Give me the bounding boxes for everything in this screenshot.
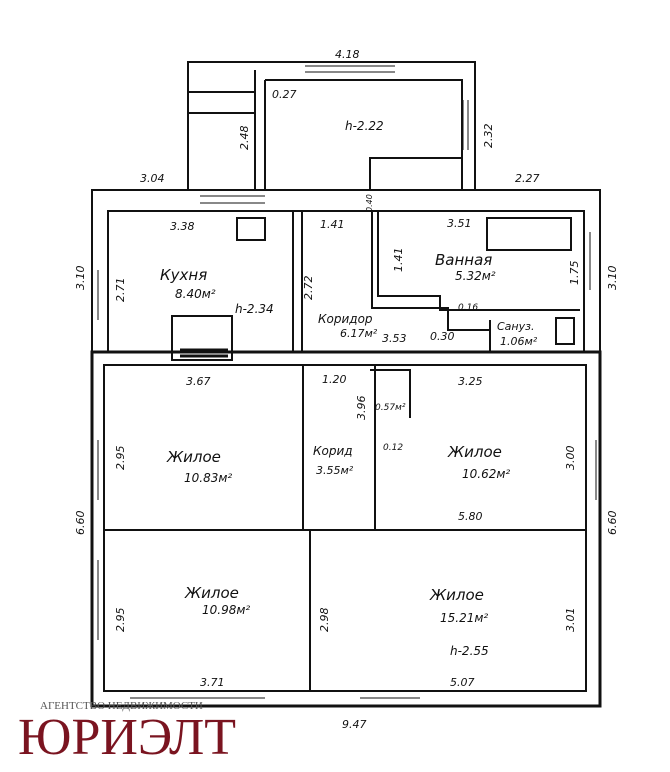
wc-area: 1.06м²	[500, 335, 538, 348]
dim-label: 5.07	[450, 676, 475, 689]
dim-label: 4.18	[335, 48, 360, 61]
dim-label: 3.71	[200, 676, 225, 689]
dim-label: 0.27	[272, 88, 297, 101]
living4-height: h-2.55	[450, 644, 489, 658]
dim-label: 0.12	[383, 443, 403, 453]
living3-name: Жилое	[184, 584, 239, 602]
dim-label: 1.41	[392, 248, 405, 273]
bathroom-name: Ванная	[435, 251, 492, 269]
dim-label: 3.00	[564, 446, 577, 471]
corridor-area: 6.17м²	[340, 327, 378, 340]
hall-name: Корид	[313, 444, 353, 458]
living3-area: 10.98м²	[202, 603, 250, 617]
dim-label: 5.80	[458, 510, 483, 523]
dim-label: 1.20	[322, 373, 347, 386]
dim-label: 9.47	[342, 718, 367, 731]
kitchen-name: Кухня	[160, 266, 207, 284]
kitchen-area: 8.40м²	[175, 287, 216, 301]
annex-height: h-2.22	[345, 119, 384, 133]
dim-label: 0.57м²	[375, 403, 406, 413]
dim-label: 2.27	[515, 172, 540, 185]
dim-label: 2.98	[318, 608, 331, 633]
dim-label: 3.25	[458, 375, 483, 388]
dim-label: 3.38	[170, 220, 195, 233]
dim-label: 2.72	[302, 276, 315, 301]
watermark-agency: АГЕНТСТВО НЕДВИЖИМОСТИ	[40, 700, 203, 712]
dim-label: 2.95	[114, 608, 127, 633]
hall-area: 3.55м²	[316, 464, 354, 477]
windows	[97, 65, 597, 699]
dim-label: 2.32	[482, 124, 495, 149]
dim-label: 3.10	[606, 266, 619, 291]
walls	[90, 61, 602, 708]
corridor-name: Коридор	[318, 312, 373, 326]
living4-name: Жилое	[429, 586, 484, 604]
wc-name: Сануз.	[497, 320, 534, 333]
dim-label: 0.30	[430, 330, 455, 343]
dim-label: 2.71	[114, 278, 127, 303]
dim-label: 3.51	[447, 217, 472, 230]
dim-label: 3.01	[564, 608, 577, 633]
dim-label: 2.95	[114, 446, 127, 471]
dim-label: 3.04	[140, 172, 165, 185]
dim-label: 6.60	[74, 511, 87, 536]
dim-label: 3.67	[186, 375, 211, 388]
living1-area: 10.83м²	[184, 471, 232, 485]
dim-label: 3.53	[382, 332, 407, 345]
living1-name: Жилое	[166, 448, 221, 466]
living2-name: Жилое	[447, 443, 502, 461]
dim-label: 1.75	[568, 261, 581, 286]
dimension-labels: 4.18 0.27 2.48 2.32 3.04 2.27 0.40 3.38 …	[74, 48, 619, 731]
dim-label: 6.60	[606, 511, 619, 536]
bathroom-area: 5.32м²	[455, 269, 496, 283]
dim-label: 2.48	[238, 126, 251, 151]
dim-label: 1.41	[320, 218, 345, 231]
dim-label: 0.16	[458, 303, 478, 313]
dim-label: 3.10	[74, 266, 87, 291]
dim-label: 0.40	[365, 194, 374, 212]
dim-label: 3.96	[355, 396, 368, 421]
living4-area: 15.21м²	[440, 611, 488, 625]
living2-area: 10.62м²	[462, 467, 510, 481]
kitchen-height: h-2.34	[235, 302, 274, 316]
watermark-brand: ЮРИЭЛТ	[18, 709, 237, 766]
